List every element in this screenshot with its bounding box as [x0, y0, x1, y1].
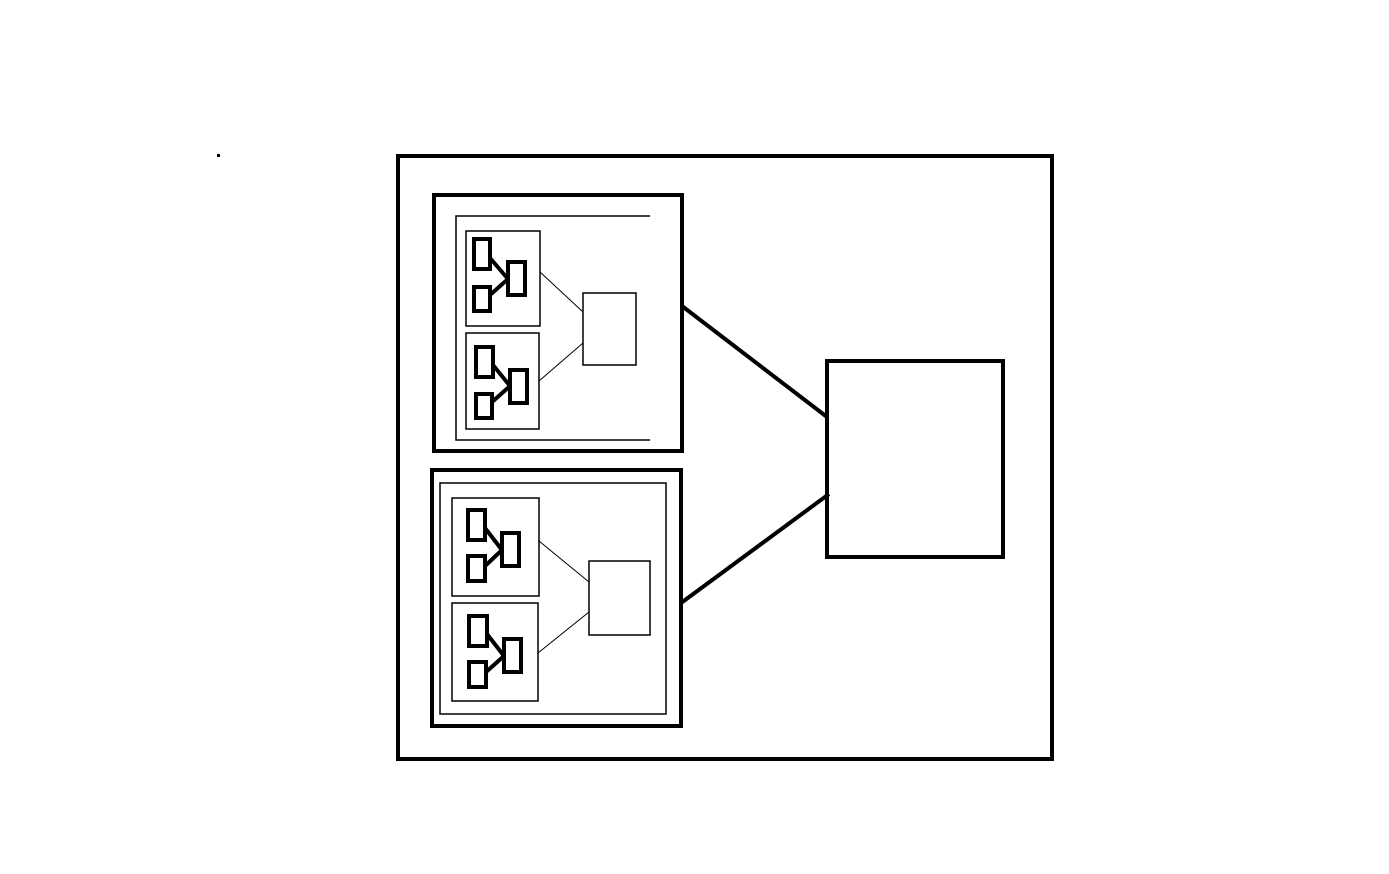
- lower-subblock-b-frame: [451, 602, 539, 702]
- lower-subblock-a-frame: [451, 497, 540, 597]
- central-hub: [825, 359, 1005, 559]
- upper-subblock-b: [465, 332, 540, 430]
- tree-node-icon: [502, 637, 523, 674]
- lower-hub-link: [679, 492, 831, 605]
- lower-module-inner-frame: [439, 482, 667, 715]
- tree-node-icon: [467, 614, 489, 648]
- lower-collector-box: [588, 560, 651, 636]
- lower-subblock-a: [451, 497, 540, 597]
- tree-connector: [485, 632, 506, 658]
- stray-dot: [217, 154, 220, 157]
- tree-connector: [491, 363, 512, 388]
- tree-connector: [483, 548, 504, 568]
- lower-module: [430, 468, 683, 728]
- upper-module: [432, 193, 684, 453]
- tree-node-icon: [472, 285, 492, 313]
- tree-node-icon: [508, 368, 529, 405]
- tree-node-icon: [466, 554, 487, 583]
- tree-connector: [483, 526, 504, 552]
- tree-node-icon: [474, 345, 495, 379]
- tree-node-icon: [474, 392, 494, 420]
- lower-subblock-b: [451, 602, 539, 702]
- upper-module-inner-bracket: [455, 215, 650, 441]
- upper-collector-box: [582, 292, 637, 366]
- tree-node-icon: [472, 237, 492, 271]
- tree-connector: [488, 256, 510, 281]
- tree-node-icon: [506, 260, 527, 297]
- tree-node-icon: [500, 531, 521, 568]
- upper-subblock-a: [465, 230, 541, 327]
- upper-subblock-b-link: [538, 342, 584, 382]
- lower-subblock-a-link: [538, 540, 590, 583]
- lower-subblock-b-link: [537, 611, 590, 654]
- upper-subblock-a-link: [539, 271, 584, 313]
- tree-node-icon: [467, 660, 488, 689]
- upper-hub-link: [680, 304, 829, 419]
- tree-connector: [484, 654, 506, 674]
- tree-connector: [490, 384, 512, 404]
- tree-node-icon: [466, 508, 487, 542]
- tree-connector: [488, 277, 510, 297]
